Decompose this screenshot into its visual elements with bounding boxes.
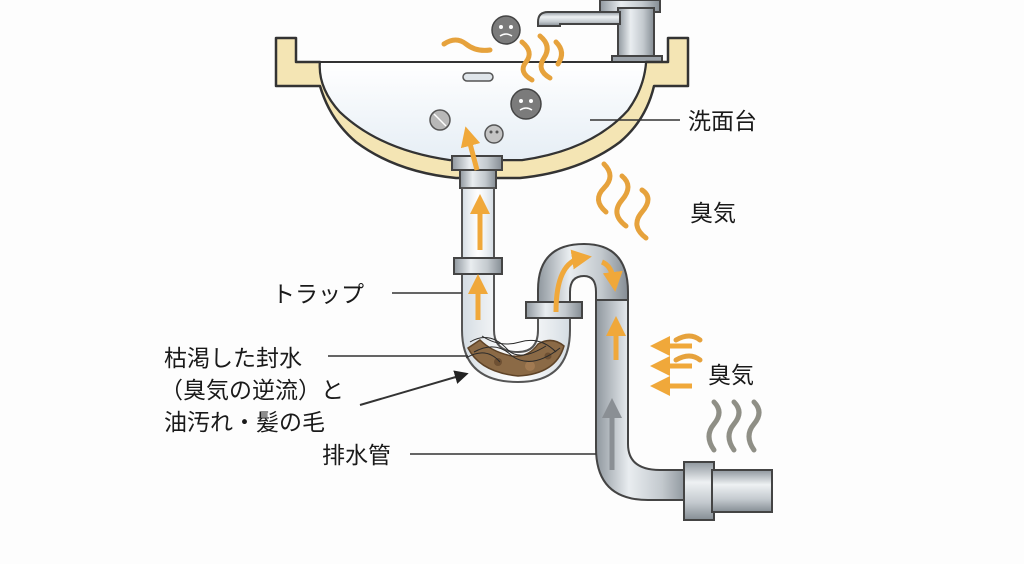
gray-odor-waves [706, 399, 762, 453]
germ-icon [510, 88, 542, 120]
p-trap [453, 242, 629, 384]
label-odor-upper: 臭気 [690, 201, 736, 227]
washbasin [274, 36, 690, 180]
label-dry-seal-line1: 枯渇した封水 [164, 346, 302, 372]
leader-lines [328, 119, 680, 455]
label-washbasin: 洗面台 [688, 109, 757, 135]
label-odor-lower: 臭気 [708, 363, 754, 389]
faucet-icon [537, 0, 663, 67]
drain-pipe [595, 299, 773, 521]
hair-strands [465, 335, 561, 363]
label-dry-seal-line3: 油汚れ・髪の毛 [164, 410, 325, 436]
germ-icon [429, 109, 451, 131]
odor-flow-arrows [460, 126, 692, 396]
label-drain-pipe: 排水管 [322, 443, 391, 469]
tailpiece [451, 155, 503, 259]
germ-icon [491, 15, 521, 45]
label-trap: トラップ [272, 282, 364, 308]
germ-icon [484, 124, 504, 144]
odor-waves [441, 33, 703, 363]
label-dry-seal-line2: （臭気の逆流）と [160, 378, 344, 404]
